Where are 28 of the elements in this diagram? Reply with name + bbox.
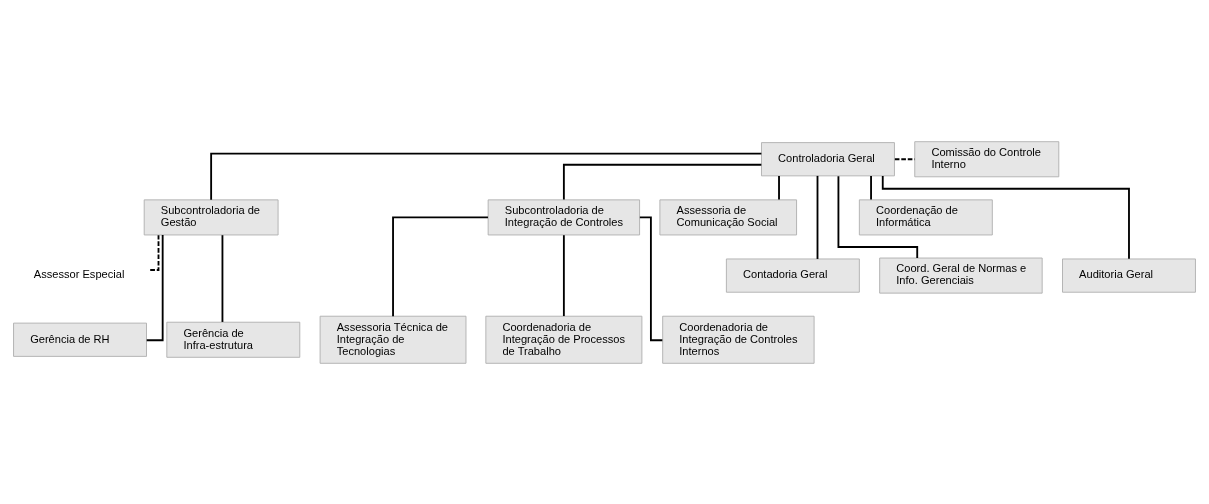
node-box: Coordenadoria de Integração de Processos de Trabalho bbox=[485, 315, 643, 364]
connector bbox=[149, 233, 160, 271]
node-text: Assessor Especial bbox=[33, 267, 125, 280]
connector bbox=[210, 152, 763, 201]
node-box: Coordenadoria de Integração de Controles Internos bbox=[662, 315, 815, 364]
node-box: Contadoria Geral bbox=[725, 258, 860, 293]
node-box: Assessoria de Comunicação Social bbox=[659, 198, 797, 235]
connector bbox=[562, 233, 565, 317]
connector bbox=[778, 174, 780, 201]
node-box: Comissão do Controle Interno bbox=[914, 140, 1060, 177]
node-box: Gerência de Infra-estrutura bbox=[166, 321, 301, 358]
node-box: Coord. Geral de Normas e Info. Gerenciais bbox=[879, 257, 1043, 294]
connector bbox=[221, 233, 224, 323]
node-box: Controladoria Geral bbox=[761, 141, 895, 176]
node-box: Auditoria Geral bbox=[1062, 258, 1196, 293]
node-box: Assessoria Técnica de Integração de Tecnologias bbox=[319, 315, 467, 364]
connector bbox=[881, 174, 1130, 260]
connector bbox=[638, 216, 664, 341]
connector bbox=[837, 174, 919, 259]
node-box: Subcontroladoria de Integração de Controles bbox=[487, 198, 641, 235]
connector bbox=[893, 157, 916, 160]
node-box: Gerência de RH bbox=[13, 322, 147, 357]
connector bbox=[392, 216, 489, 317]
connector bbox=[562, 163, 763, 200]
node-box: Coordenação de Informática bbox=[858, 198, 993, 235]
connector bbox=[870, 174, 872, 201]
node-box: Subcontroladoria de Gestão bbox=[143, 198, 279, 235]
connector bbox=[816, 174, 819, 260]
